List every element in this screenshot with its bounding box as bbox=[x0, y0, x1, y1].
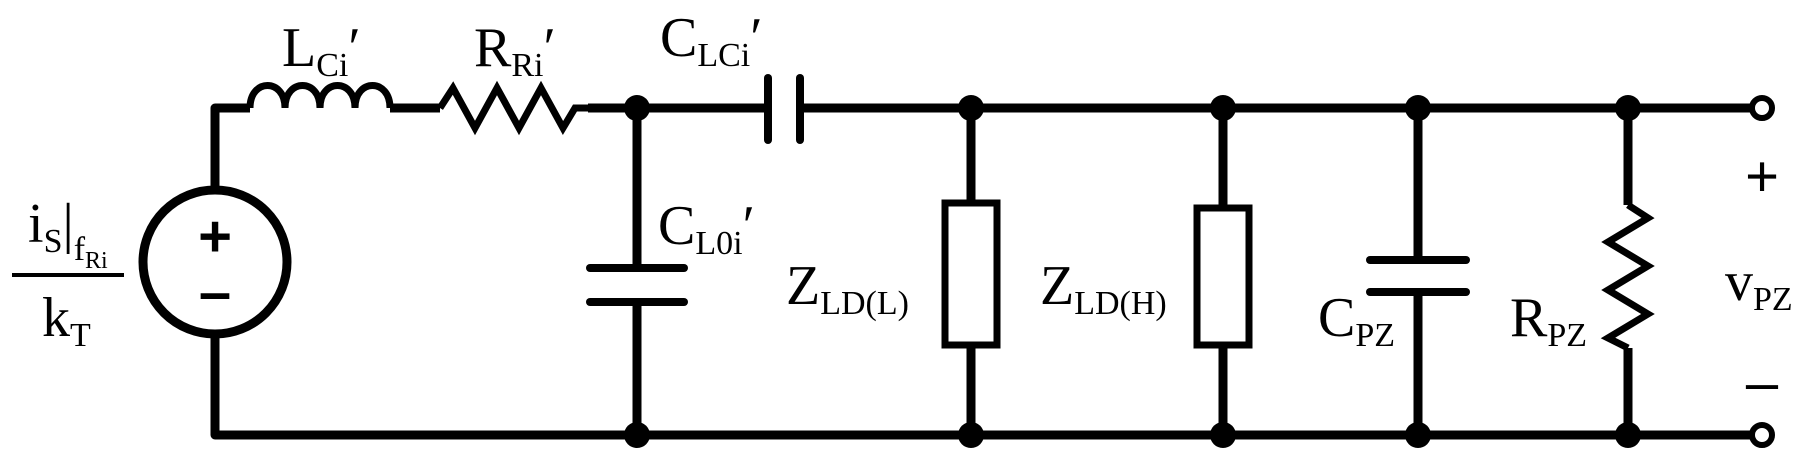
source-plus: + bbox=[198, 204, 232, 269]
source-label-denominator: kT bbox=[42, 287, 91, 354]
node-bottom-c bbox=[1210, 422, 1236, 448]
capacitor-cpz bbox=[1366, 256, 1470, 296]
wire-source-top bbox=[210, 103, 250, 190]
output-plus: + bbox=[1745, 144, 1779, 209]
junction-nodes bbox=[624, 95, 1641, 448]
wire-bottom-rail bbox=[210, 335, 1755, 440]
node-bottom-b bbox=[958, 422, 984, 448]
resistor-rri bbox=[437, 80, 588, 136]
output-terminal-top bbox=[1749, 95, 1775, 121]
label-zldl: ZLD(L) bbox=[786, 255, 909, 322]
source-label: iS|fRi kT bbox=[12, 193, 124, 354]
label-zldh: ZLD(H) bbox=[1040, 255, 1167, 322]
impedance-zldh-box bbox=[1193, 204, 1253, 349]
output-terminal-bottom bbox=[1749, 422, 1775, 448]
label-rri: RRi′ bbox=[474, 17, 556, 84]
node-bottom-e bbox=[1615, 422, 1641, 448]
node-bottom-d bbox=[1405, 422, 1431, 448]
resistor-rpz bbox=[1600, 202, 1655, 352]
node-top-d bbox=[1405, 95, 1431, 121]
node-top-c bbox=[1210, 95, 1236, 121]
node-bottom-a bbox=[624, 422, 650, 448]
source-circle bbox=[138, 185, 292, 339]
label-cl0i: CL0i′ bbox=[658, 195, 755, 262]
source-minus: – bbox=[199, 260, 231, 325]
source-label-numerator: iS|fRi bbox=[28, 193, 108, 274]
wires bbox=[210, 103, 1755, 440]
output-minus: – bbox=[1746, 350, 1779, 415]
node-top-b bbox=[958, 95, 984, 121]
capacitor-clci bbox=[764, 74, 804, 144]
voltage-source: + – bbox=[138, 185, 292, 339]
node-top-a bbox=[624, 95, 650, 121]
capacitor-cl0i bbox=[586, 264, 688, 306]
label-rpz: RPZ bbox=[1510, 287, 1587, 354]
label-cpz: CPZ bbox=[1318, 287, 1395, 354]
label-lci: LCi′ bbox=[282, 17, 361, 84]
impedance-zldl-box bbox=[941, 199, 1001, 349]
inductor-lci bbox=[246, 82, 394, 109]
node-top-e bbox=[1615, 95, 1641, 121]
label-vpz: vPZ bbox=[1725, 251, 1793, 318]
label-clci: CLCi′ bbox=[660, 7, 763, 74]
